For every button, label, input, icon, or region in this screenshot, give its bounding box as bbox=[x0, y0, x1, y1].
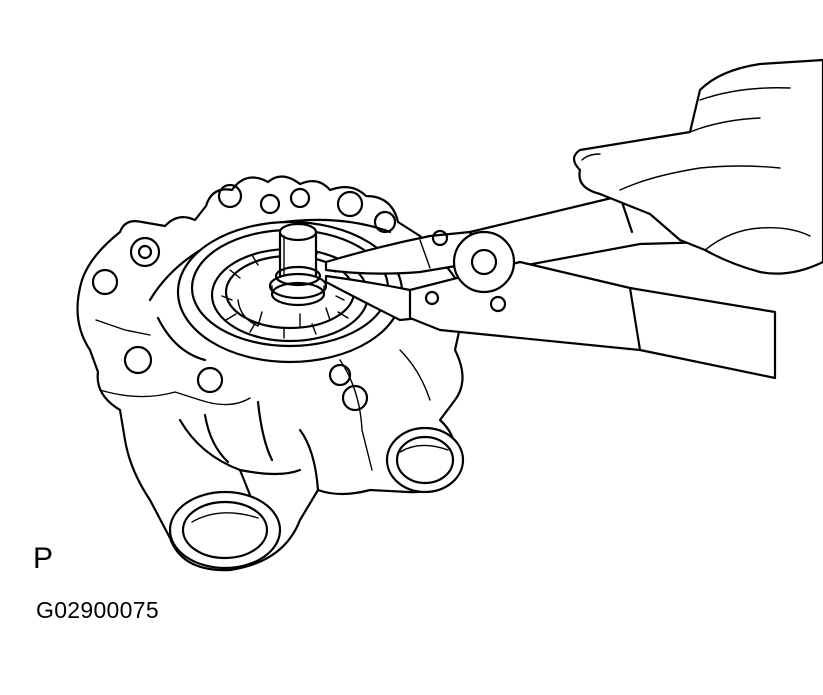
figure-code-label: G02900075 bbox=[36, 597, 159, 623]
view-letter-label: P bbox=[33, 542, 54, 575]
snap-ring bbox=[274, 265, 322, 287]
snap-ring-pliers bbox=[324, 194, 787, 380]
technician-hand bbox=[572, 58, 823, 275]
